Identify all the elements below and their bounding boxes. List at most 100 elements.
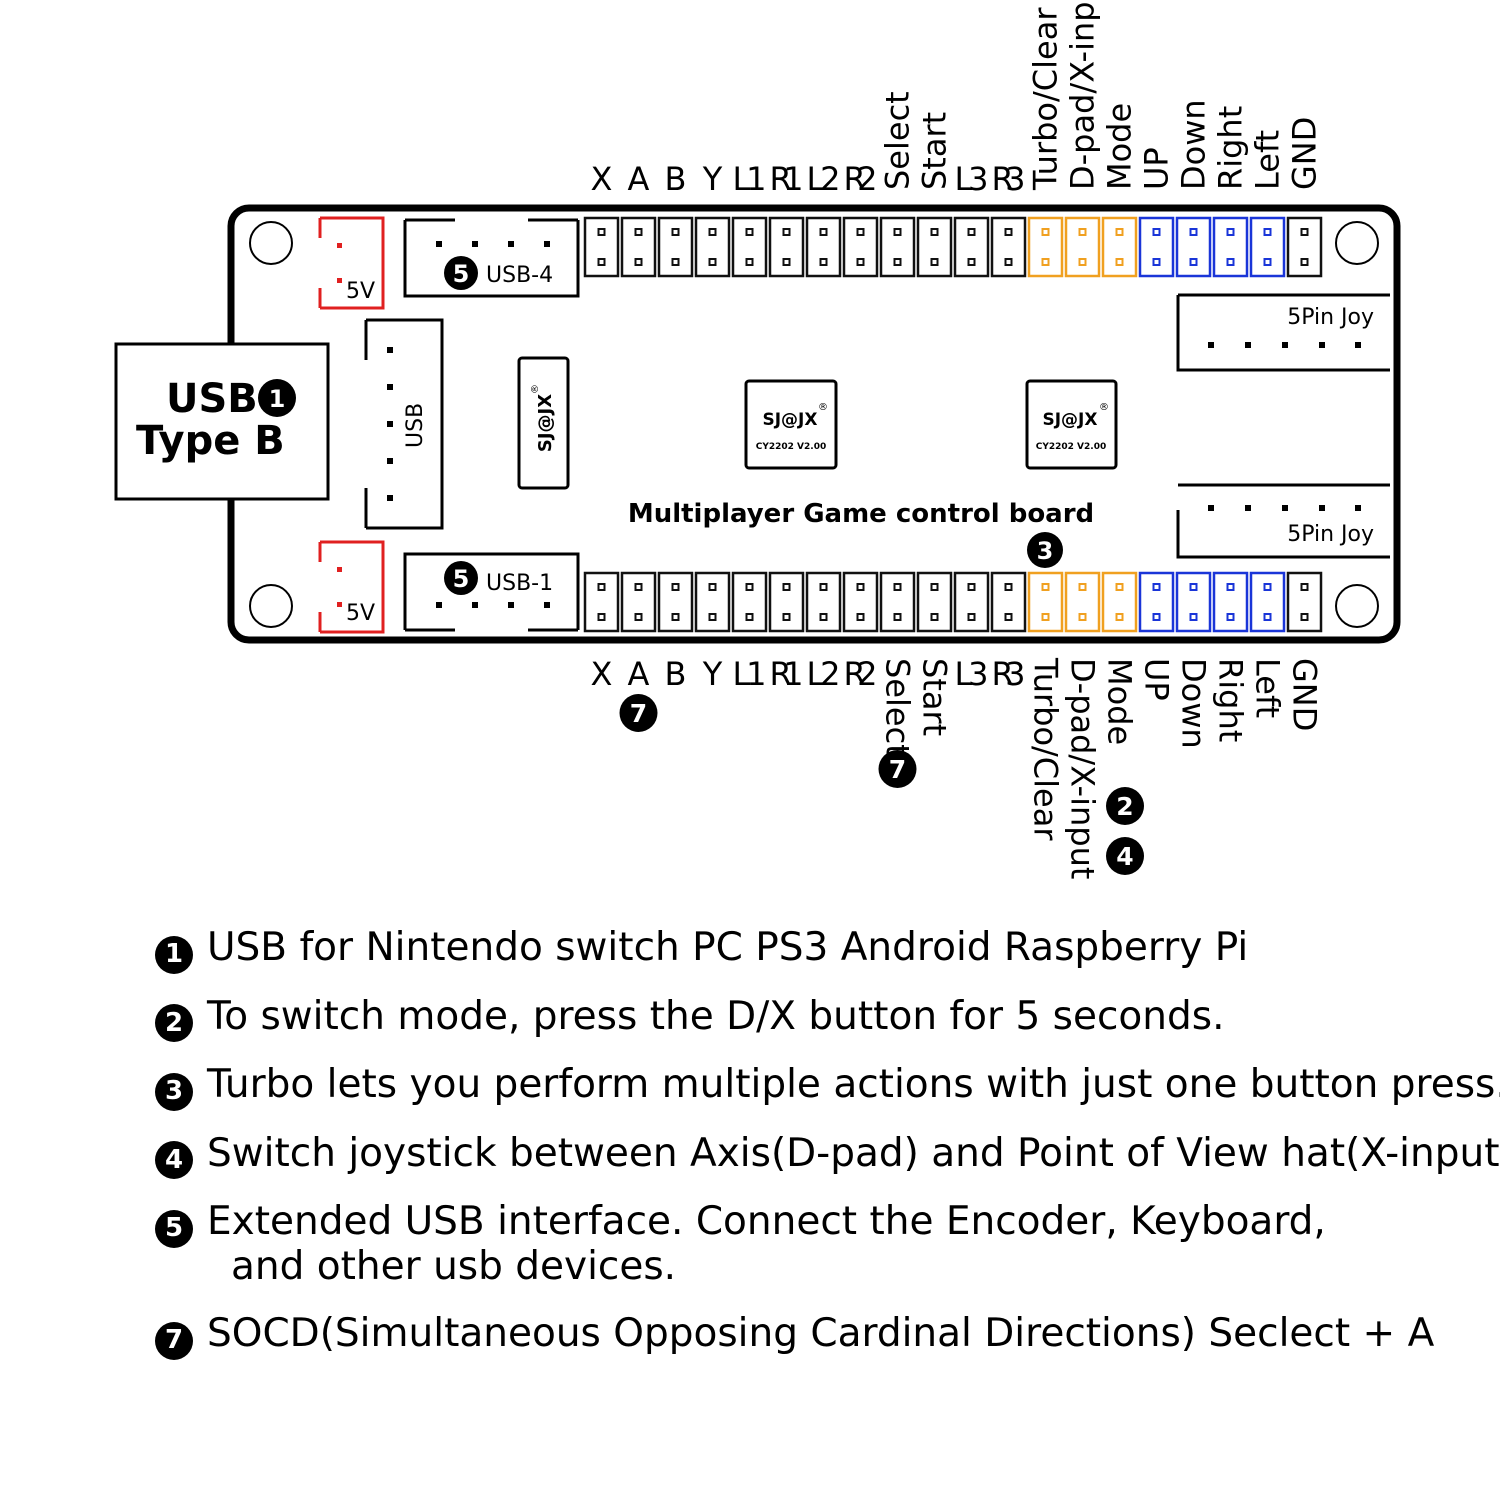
- pin-bottom: [1286, 571, 1323, 633]
- mount-hole: [249, 221, 293, 265]
- pin-top: [1064, 216, 1101, 278]
- pin-bottom: [916, 571, 953, 633]
- power-connector-top: 5V: [318, 216, 385, 310]
- pin-top: [583, 216, 620, 278]
- notes-list: 1 USB for Nintendo switch PC PS3 Android…: [155, 925, 1500, 1380]
- usb-connector-badge: [258, 379, 296, 417]
- pin-top: [1175, 216, 1212, 278]
- usb-4-badge: [444, 256, 478, 290]
- pin-label-bottom: X: [591, 655, 613, 693]
- note-badge: 4: [155, 1141, 193, 1179]
- dpad-badge: 4: [1106, 837, 1144, 875]
- pin-label-top: Start: [916, 112, 954, 190]
- pin-label-top: Left: [1249, 130, 1287, 190]
- pin-label-bottom: D-pad/X-input: [1064, 658, 1102, 879]
- svg-text:7: 7: [889, 755, 906, 784]
- pin-label-bottom: Mode: [1101, 658, 1139, 745]
- pin-label-top: Right: [1212, 106, 1250, 190]
- usb-header: USB: [364, 318, 444, 530]
- pin-top: [953, 216, 990, 278]
- note-item: 1 USB for Nintendo switch PC PS3 Android…: [155, 925, 1495, 974]
- pin-label-bottom: Select: [879, 658, 917, 757]
- usb-4-port: 5 USB-4: [403, 218, 580, 298]
- pin-label-top: R3: [992, 160, 1026, 198]
- pin-bottom: [657, 571, 694, 633]
- note-badge: 5: [155, 1209, 193, 1248]
- note-badge: 1: [155, 935, 193, 974]
- svg-text:®: ®: [530, 384, 541, 394]
- pin-label-bottom: Left: [1249, 658, 1287, 718]
- pin-label-bottom: Down: [1175, 658, 1213, 749]
- svg-text:4: 4: [1116, 842, 1133, 871]
- svg-text:®: ®: [1099, 402, 1109, 413]
- pin-headers: [583, 216, 1323, 633]
- pin-label-bottom: GND: [1286, 658, 1324, 731]
- pin-top: [805, 216, 842, 278]
- note-text: USB for Nintendo switch PC PS3 Android R…: [207, 925, 1249, 970]
- pin-label-bottom: L2: [807, 655, 841, 693]
- note-item: 2 To switch mode, press the D/X button f…: [155, 994, 1495, 1042]
- pin-bottom: [990, 571, 1027, 633]
- small-chip: SJ@JX ®: [517, 356, 570, 490]
- pin-label-bottom: UP: [1138, 658, 1176, 701]
- pin-bottom: [1138, 571, 1175, 633]
- pin-label-top: Select: [879, 91, 917, 190]
- pin-bottom: [583, 571, 620, 633]
- pin-top: [1249, 216, 1286, 278]
- pin-label-bottom: B: [665, 655, 687, 693]
- pin-top: [916, 216, 953, 278]
- pin-top: [1138, 216, 1175, 278]
- note-text: Switch joystick between Axis(D-pad) and …: [207, 1130, 1500, 1176]
- usb-header-label: USB: [403, 403, 428, 448]
- socd-badge-select: 7: [878, 750, 917, 788]
- power-label: 5V: [346, 279, 375, 304]
- pin-label-top: L2: [807, 160, 841, 198]
- pin-label-bottom: A: [628, 655, 650, 693]
- pin-top: [731, 216, 768, 278]
- board-diagram: USB 1 Type B 5V 5V USB SJ@JX ®: [114, 0, 1401, 879]
- pin-label-top: R2: [844, 160, 878, 198]
- mount-hole: [1335, 584, 1379, 628]
- board-title: Multiplayer Game control board: [628, 499, 1094, 529]
- svg-text:1: 1: [269, 385, 286, 413]
- pin-bottom: [1027, 571, 1064, 633]
- chip-brand: SJ@JX: [762, 410, 817, 430]
- mount-hole: [249, 584, 293, 628]
- pin-label-top: L3: [955, 160, 989, 198]
- note-badge: 3: [155, 1072, 193, 1111]
- chip-2: SJ@JX ® CY2202 V2.00: [1025, 379, 1118, 470]
- chip-model: CY2202 V2.00: [1036, 442, 1106, 452]
- pin-top: [1212, 216, 1249, 278]
- chip-model: CY2202 V2.00: [756, 442, 826, 452]
- chip-1: SJ@JX ® CY2202 V2.00: [744, 379, 838, 470]
- pin-label-top: Mode: [1101, 103, 1139, 190]
- board-title-badge: [1027, 532, 1063, 568]
- pin-top: [1027, 216, 1064, 278]
- svg-text:3: 3: [1037, 537, 1054, 565]
- pin-bottom: [620, 571, 657, 633]
- joy-connector-bottom: 5Pin Joy: [1176, 483, 1390, 559]
- pin-bottom: [694, 571, 731, 633]
- pin-label-top: Turbo/Clear: [1027, 7, 1065, 191]
- pin-label-top: Down: [1175, 99, 1213, 190]
- pin-top: [1101, 216, 1138, 278]
- svg-text:5: 5: [453, 565, 470, 593]
- usb-4-label: USB-4: [486, 263, 553, 288]
- pin-top: [879, 216, 916, 278]
- pin-bottom: [1101, 571, 1138, 633]
- chip-brand: SJ@JX: [1042, 410, 1097, 430]
- joy-connector-top: 5Pin Joy: [1176, 293, 1390, 372]
- pin-label-bottom: Turbo/Clear: [1027, 657, 1065, 841]
- pin-bottom: [805, 571, 842, 633]
- pin-label-bottom: L3: [955, 655, 989, 693]
- note-item: 3 Turbo lets you perform multiple action…: [155, 1062, 1500, 1111]
- joy-label: 5Pin Joy: [1287, 305, 1374, 330]
- note-text-line2: and other usb devices.: [231, 1244, 677, 1289]
- pin-label-top: B: [665, 160, 687, 198]
- svg-text:2: 2: [1116, 792, 1133, 821]
- pin-bottom: [842, 571, 879, 633]
- pin-label-bottom: R2: [844, 655, 878, 693]
- pin-top: [620, 216, 657, 278]
